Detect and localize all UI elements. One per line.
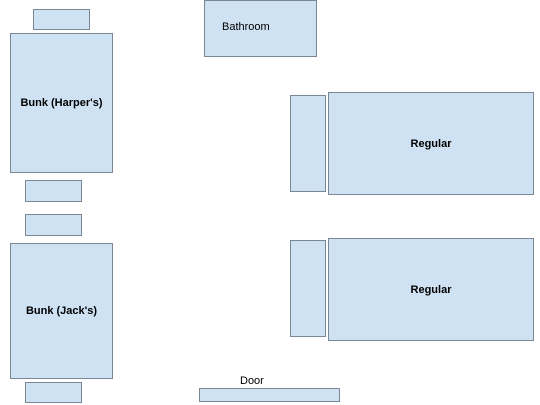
regular-bed-bottom-label: Regular: [410, 283, 452, 296]
bunk-harper: Bunk (Harper's): [10, 33, 113, 173]
small-item-left-1: [25, 180, 82, 202]
small-item-left-2: [25, 214, 82, 236]
regular-bed-top-label: Regular: [410, 137, 452, 150]
door-label: Door: [240, 375, 264, 387]
bunk-harper-label: Bunk (Harper's): [20, 97, 103, 109]
nightstand-bottom: [290, 240, 326, 337]
small-item-bottom-left: [25, 382, 82, 403]
nightstand-top: [290, 95, 326, 192]
small-item-top-left: [33, 9, 90, 30]
regular-bed-bottom: Regular: [328, 238, 534, 341]
bunk-jack-label: Bunk (Jack's): [25, 305, 98, 317]
regular-bed-top: Regular: [328, 92, 534, 195]
bathroom-label: Bathroom: [222, 21, 270, 33]
bathroom: Bathroom: [204, 0, 317, 57]
door: [199, 388, 340, 402]
bunk-jack: Bunk (Jack's): [10, 243, 113, 379]
